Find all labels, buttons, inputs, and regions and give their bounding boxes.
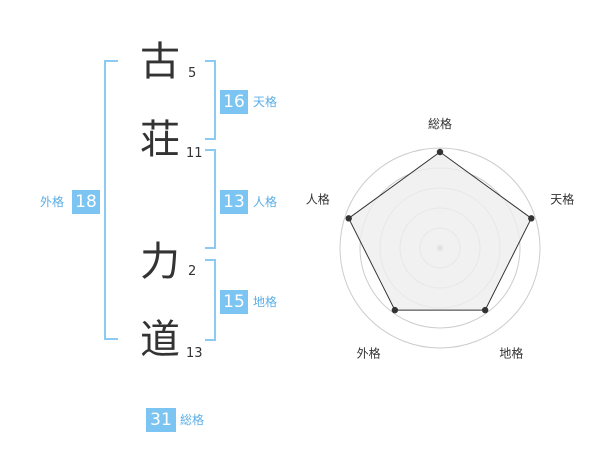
gaikaku-bracket	[104, 60, 118, 340]
soukaku-label: 総格	[180, 413, 205, 427]
radar-point-4	[391, 306, 399, 314]
name-char-4: 道	[140, 317, 180, 363]
gaikaku-label: 外格	[40, 195, 65, 209]
chikaku-bracket	[205, 259, 216, 341]
radar-point-2	[528, 215, 535, 222]
radar-axis-label-2: 天格	[550, 192, 574, 207]
radar-axis-label-5: 人格	[306, 192, 330, 207]
soukaku-value: 31	[146, 408, 176, 432]
radar-axis-label-4: 外格	[357, 345, 381, 360]
name-char-3: 力	[140, 239, 180, 285]
stroke-count-4: 13	[186, 346, 203, 361]
name-char-2: 荘	[140, 117, 180, 163]
jinkaku-bracket	[205, 149, 216, 249]
jinkaku-label: 人格	[253, 195, 278, 209]
radar-point-3	[481, 306, 489, 314]
jinkaku-value: 13	[220, 190, 248, 214]
name-char-1: 古	[140, 39, 180, 85]
radar-axis-label-3: 地格	[499, 345, 523, 360]
stroke-count-2: 11	[186, 146, 203, 161]
chikaku-label: 地格	[253, 295, 278, 309]
stroke-count-1: 5	[188, 66, 197, 81]
chikaku-value: 15	[220, 290, 248, 314]
radar-point-1	[436, 148, 444, 156]
tenkaku-bracket	[205, 60, 216, 140]
radar-ring	[339, 147, 541, 349]
gaikaku-value: 18	[72, 190, 100, 214]
radar-point-5	[345, 215, 352, 222]
stroke-count-3: 2	[188, 264, 197, 279]
tenkaku-label: 天格	[253, 95, 278, 109]
radar-axis-label-1: 総格	[428, 116, 452, 131]
tenkaku-value: 16	[220, 90, 248, 114]
radar-polygon	[348, 151, 532, 311]
